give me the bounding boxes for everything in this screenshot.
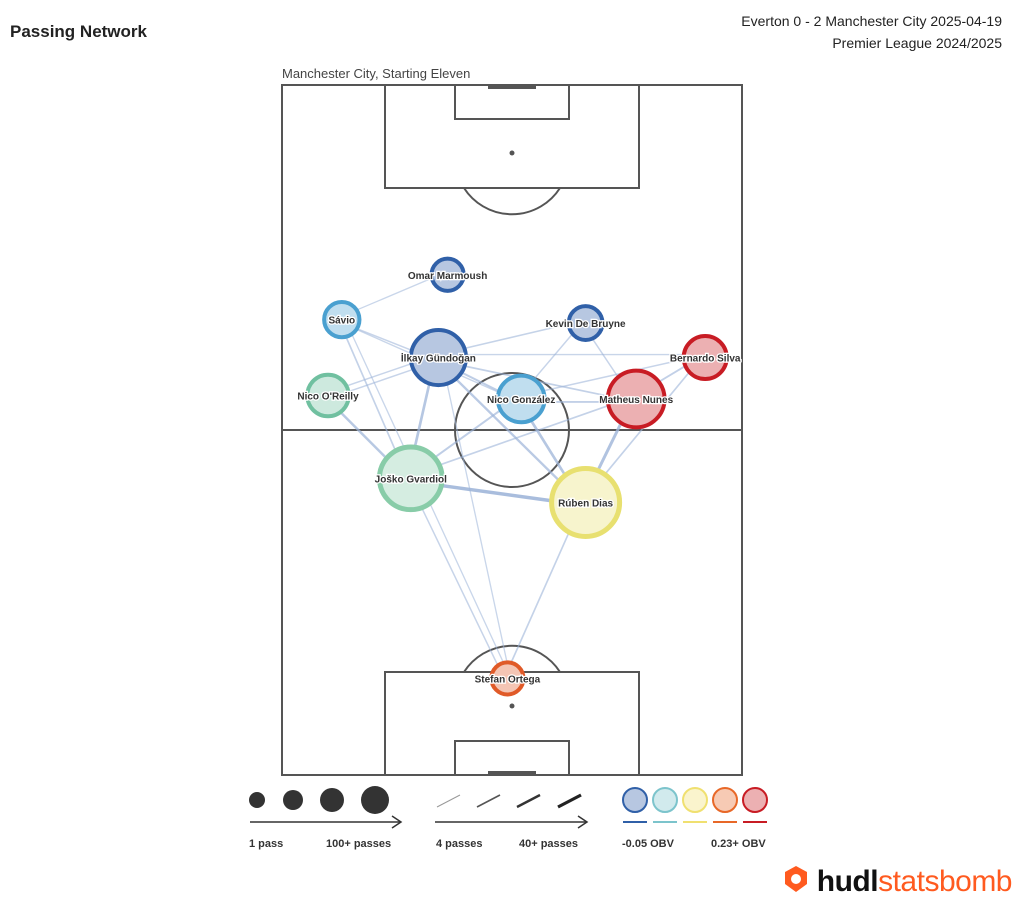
pass-link (533, 333, 574, 380)
match-info: Everton 0 - 2 Manchester City 2025-04-19… (741, 10, 1002, 54)
legend-obv-circle (652, 787, 678, 813)
player-node (305, 372, 351, 419)
pass-link (413, 382, 431, 449)
pass-link (420, 507, 499, 666)
player-node (681, 334, 729, 382)
player-label: Joško Gvardiol (375, 474, 447, 485)
player-node (566, 304, 605, 342)
legend-obv-circle (712, 787, 738, 813)
legend-size-2 (283, 790, 303, 810)
bottom-goal (488, 771, 536, 776)
legend-size-min-label: 1 pass (249, 838, 284, 850)
pass-link (596, 421, 623, 473)
statsbomb-icon (784, 866, 807, 892)
team-subtitle: Manchester City, Starting Eleven (282, 66, 471, 81)
bottom-six-yard-box (454, 740, 570, 776)
pass-link (438, 404, 610, 466)
pass-link (439, 483, 554, 503)
legend-size-1 (249, 792, 265, 808)
legend-line-min-label: 4 passes (436, 838, 483, 850)
legend-size-max-label: 100+ passes (326, 838, 392, 850)
pass-link (339, 411, 388, 460)
legend-obv-circle (742, 787, 768, 813)
legend-obv-min-label: -0.05 OBV (622, 838, 674, 850)
legend-size-3 (320, 788, 344, 812)
player-node (489, 660, 526, 697)
pass-link (591, 338, 619, 378)
top-six-yard-box (454, 84, 570, 120)
player-label: Sávio (328, 316, 355, 327)
pass-link (510, 531, 570, 664)
player-label: Nico González (487, 395, 555, 406)
page-title: Passing Network (10, 22, 147, 41)
legend-line-3 (516, 793, 541, 809)
legend-obv-circle (622, 787, 648, 813)
pass-link (345, 336, 397, 452)
player-node (605, 368, 667, 430)
top-penalty-arc (463, 187, 561, 216)
bottom-penalty-arc (463, 644, 561, 673)
pass-link (542, 358, 685, 392)
brand-logo: hudlstatsbomb (781, 864, 1012, 899)
player-label: Rúben Dias (558, 498, 613, 509)
legend-line-2 (476, 794, 501, 808)
brand-part2: statsbomb (878, 865, 1012, 898)
pass-link (356, 277, 433, 311)
legend-line-1 (436, 794, 461, 808)
legend-size-4 (361, 786, 389, 814)
player-label: Matheus Nunes (599, 395, 673, 406)
pass-link (454, 377, 561, 482)
top-penalty-spot (509, 150, 515, 156)
player-label: İlkay Gündoğan (401, 352, 476, 365)
player-label: Kevin De Bruyne (546, 319, 626, 330)
legend-line-max-label: 40+ passes (519, 838, 579, 850)
legend (249, 786, 768, 829)
top-penalty-box (384, 84, 640, 189)
match-line: Everton 0 - 2 Manchester City 2025-04-19 (741, 13, 1002, 29)
pass-link (460, 371, 500, 393)
center-circle (454, 372, 570, 488)
player-label: Stefan Ortega (475, 674, 541, 685)
pass-link (463, 323, 570, 350)
player-label: Omar Marmoush (408, 271, 487, 282)
player-node (322, 299, 362, 340)
player-label: Nico O'Reilly (297, 392, 359, 403)
brand-part1: hudl (816, 865, 879, 898)
player-node (376, 444, 445, 513)
pass-link (446, 383, 508, 663)
top-goal (488, 84, 536, 89)
legend-size-arrowhead (391, 815, 403, 829)
player-node (549, 465, 623, 539)
bottom-penalty-spot (509, 703, 515, 709)
pass-link (658, 365, 687, 383)
pass-link (529, 419, 567, 477)
player-node (408, 328, 468, 388)
legend-line-4 (557, 793, 582, 809)
pass-link (345, 362, 413, 387)
legend-obv-max-label: 0.23+ OBV (711, 838, 766, 850)
pass-link (433, 409, 502, 459)
legend-obv-circle (682, 787, 708, 813)
player-node (429, 256, 466, 293)
pass-link (356, 328, 413, 352)
legend-line-arrowhead (577, 815, 589, 829)
player-label: Bernardo Silva (670, 354, 741, 365)
competition-line: Premier League 2024/2025 (832, 35, 1002, 51)
obv-legend (622, 787, 768, 823)
pass-link (347, 368, 415, 393)
pass-links (339, 277, 691, 666)
player-node (495, 373, 547, 425)
